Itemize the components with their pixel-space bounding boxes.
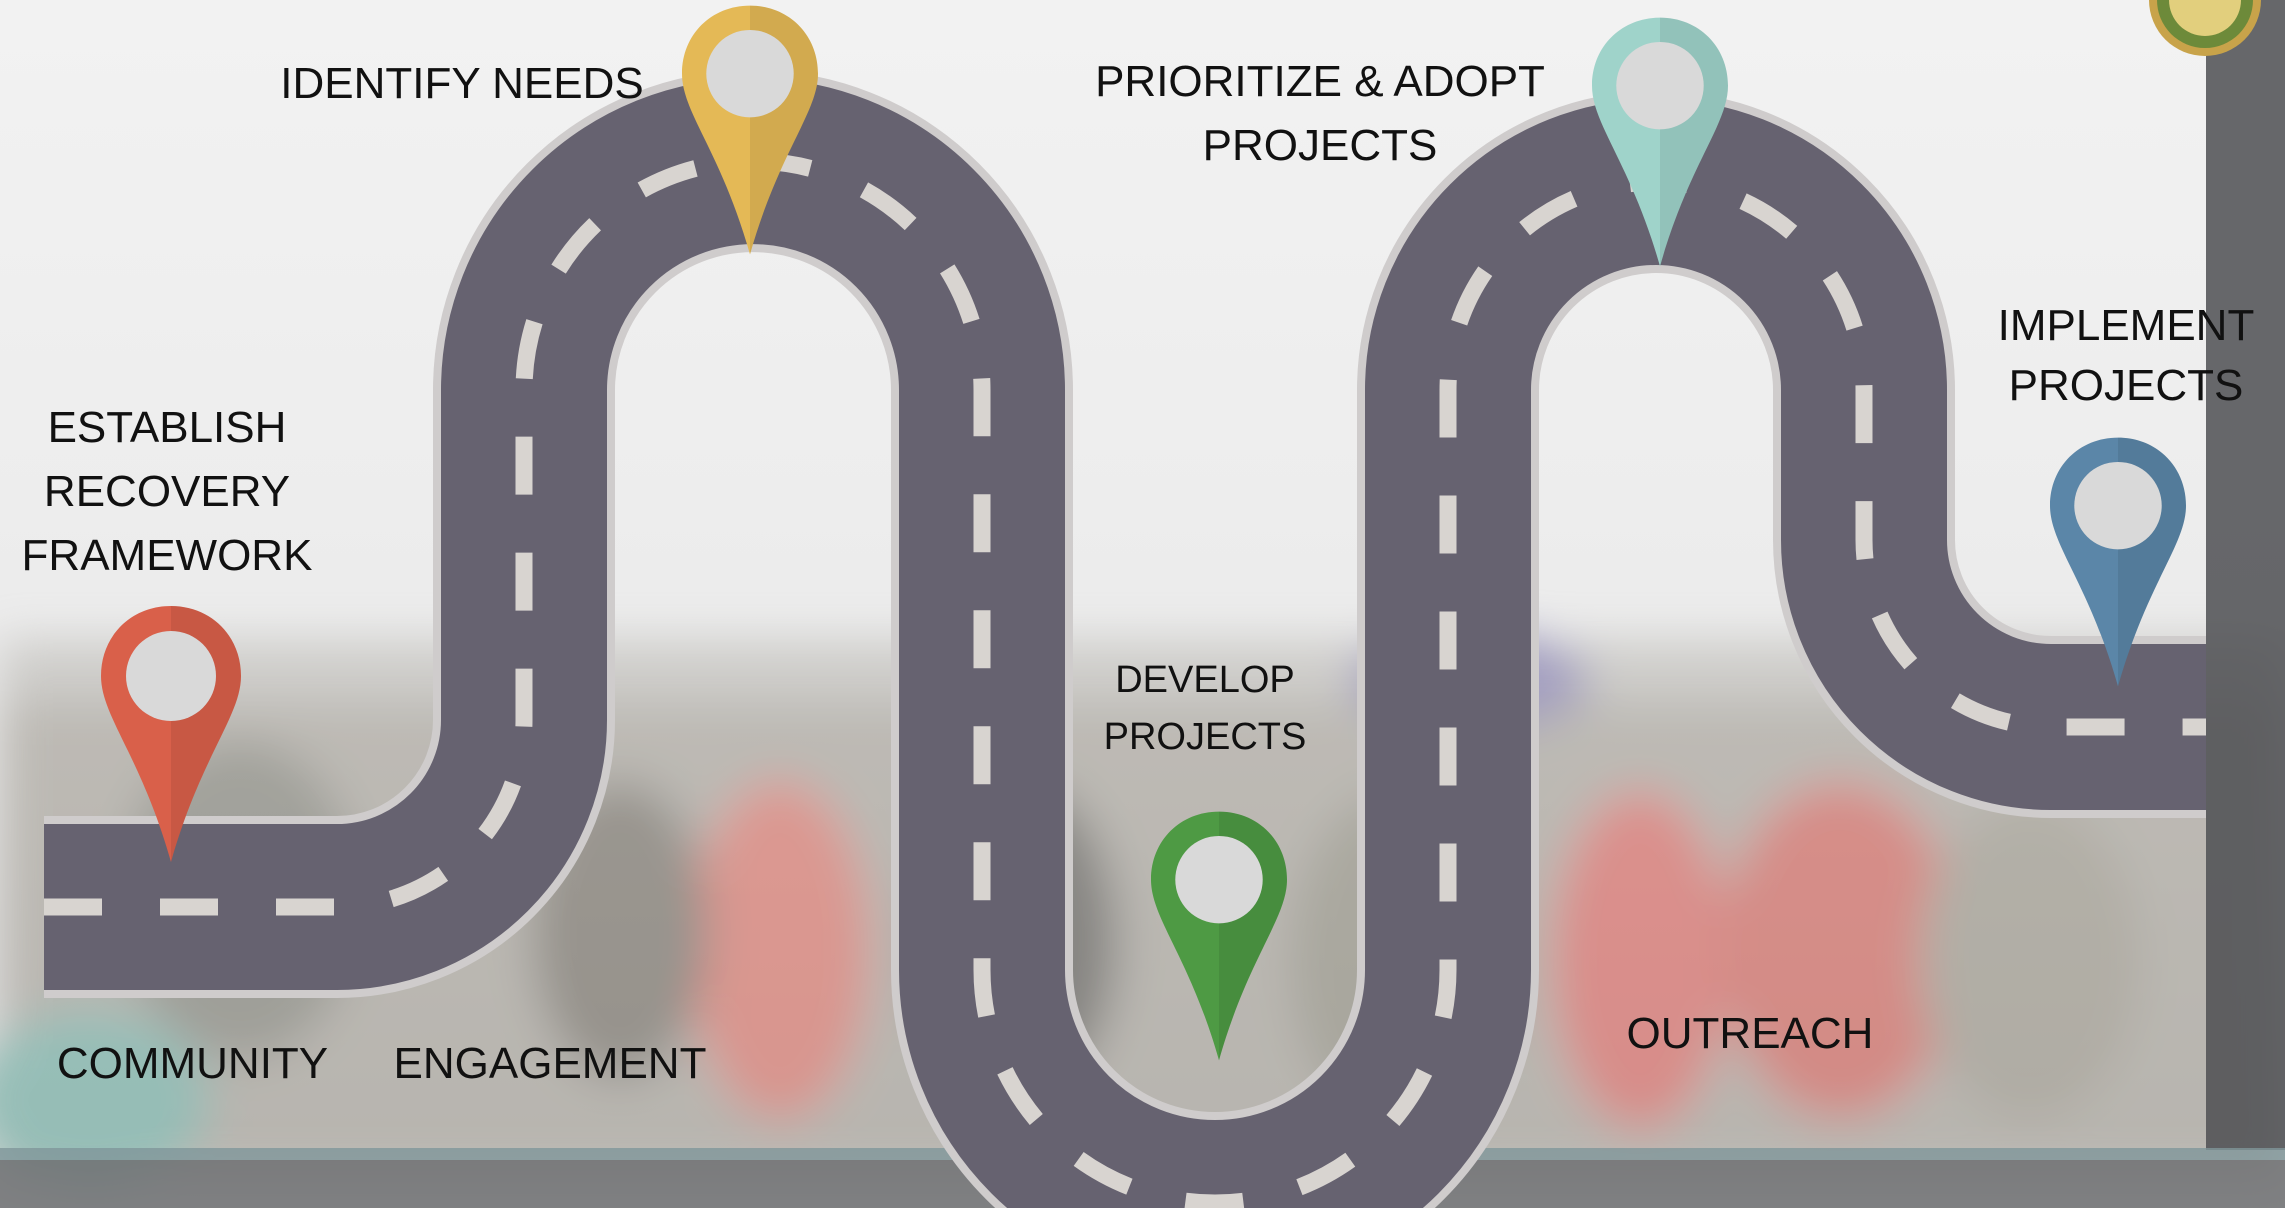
road-center-dashes <box>44 152 2206 1208</box>
step-label-line: PROJECTS <box>2008 361 2244 410</box>
step-label-line: ESTABLISH <box>47 403 287 452</box>
label-community: COMMUNITY <box>56 1039 329 1088</box>
map-pin-implement-icon <box>2050 437 2186 687</box>
map-pin-develop-icon <box>1151 811 1287 1061</box>
step-label-line: IMPLEMENT <box>1997 301 2255 350</box>
label-outreach: OUTREACH <box>1626 1009 1874 1058</box>
step-label-prioritize: PRIORITIZE & ADOPT PROJECTS <box>1060 50 1580 178</box>
map-pin-establish-icon <box>101 606 241 862</box>
step-label-identify: IDENTIFY NEEDS <box>262 52 662 116</box>
map-pin-prioritize-icon <box>1592 17 1728 267</box>
step-label-line: PROJECTS <box>1202 121 1438 170</box>
map-pin-identify-icon <box>682 5 818 255</box>
step-label-line: DEVELOP <box>1115 659 1295 701</box>
label-engagement: ENGAGEMENT <box>393 1039 707 1088</box>
step-label-line: PROJECTS <box>1103 716 1307 758</box>
state-seal <box>2149 0 2261 56</box>
step-label-develop: DEVELOP PROJECTS <box>1050 652 1360 766</box>
step-label-establish: ESTABLISH RECOVERY FRAMEWORK <box>8 396 326 588</box>
step-label-line: IDENTIFY NEEDS <box>280 59 644 108</box>
step-label-line: FRAMEWORK <box>21 531 313 580</box>
step-label-line: PRIORITIZE & ADOPT <box>1095 57 1545 106</box>
step-label-implement: IMPLEMENT PROJECTS <box>1990 296 2262 416</box>
step-label-line: RECOVERY <box>43 467 291 516</box>
